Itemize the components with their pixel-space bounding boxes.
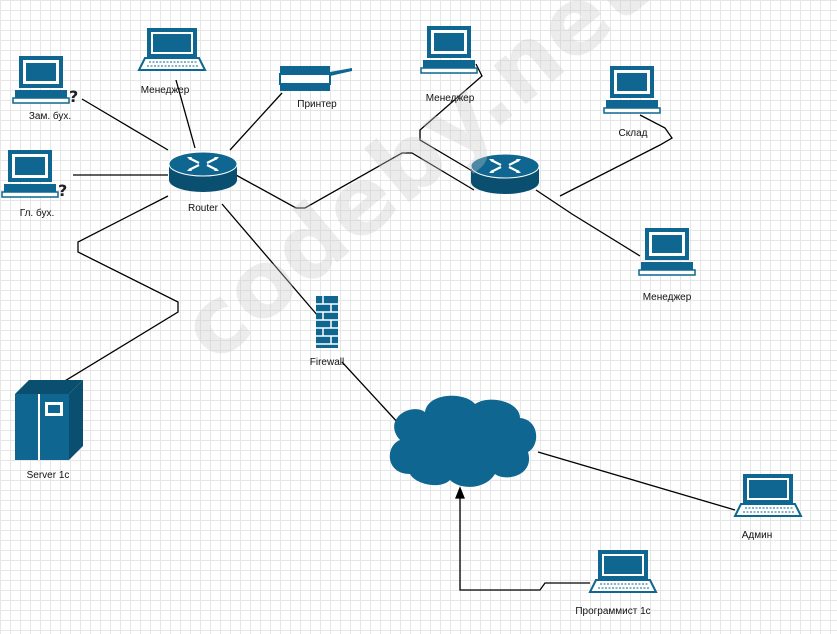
router-branch-icon <box>469 152 541 196</box>
link-manager-top-router2 <box>419 63 483 173</box>
label-zam-buh: Зам. бух. <box>28 111 72 122</box>
router-main-icon <box>167 150 239 194</box>
label-manager-right: Менеджер <box>642 292 692 303</box>
connection-lines <box>49 63 736 591</box>
link-manager-router <box>175 79 196 149</box>
svg-text:?: ? <box>58 181 67 200</box>
server-icon <box>15 380 83 460</box>
link-server-router <box>49 195 179 391</box>
link-router-firewall <box>221 203 319 317</box>
laptop-admin-icon <box>734 473 802 517</box>
cloud-icon <box>389 395 537 487</box>
link-firewall-cloud <box>341 361 401 426</box>
link-programmer-cloud <box>459 496 590 591</box>
firewall-icon <box>316 296 338 348</box>
link-manager-right-router2 <box>535 189 641 257</box>
label-printer: Принтер <box>297 99 337 110</box>
label-firewall: Firewall <box>309 357 345 368</box>
link-sklad-router2 <box>559 114 673 197</box>
arrow-head <box>455 486 465 499</box>
label-programmer: Программист 1с <box>575 606 651 617</box>
link-zam-buh-router <box>81 98 169 151</box>
desktop-zam-buh-icon: ? <box>12 55 78 106</box>
laptop-manager-left-icon <box>138 27 206 71</box>
label-manager-top: Менеджер <box>425 93 475 104</box>
desktop-manager-right-icon <box>638 227 696 276</box>
label-manager-left: Менеджер <box>140 85 190 96</box>
label-sklad: Склад <box>618 128 648 139</box>
printer-icon <box>279 66 352 91</box>
link-printer-router <box>229 92 283 151</box>
desktop-sklad-icon <box>603 65 661 114</box>
svg-text:?: ? <box>69 87 78 106</box>
label-router: Router <box>187 203 219 214</box>
label-admin: Админ <box>741 530 773 541</box>
label-gl-buh: Гл. бух. <box>19 208 55 219</box>
link-cloud-admin <box>537 451 736 511</box>
desktop-gl-buh-icon: ? <box>1 149 67 200</box>
desktop-manager-top-icon <box>420 25 478 74</box>
link-routers <box>235 152 475 209</box>
label-server: Server 1c <box>26 470 70 481</box>
laptop-programmer-icon <box>589 549 657 593</box>
